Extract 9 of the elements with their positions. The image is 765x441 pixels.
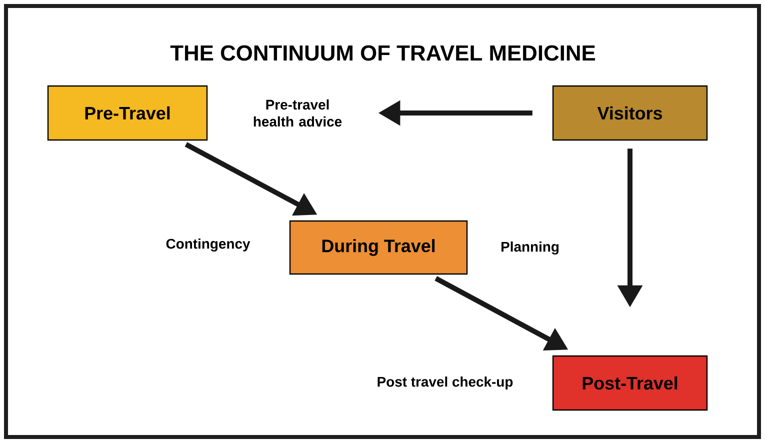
text-label: Pre-travel health advice [254, 99, 342, 127]
process-box: Visitors [552, 85, 708, 141]
title: THE CONTINUUM OF TRAVEL MEDICINE [170, 45, 596, 61]
process-box: During Travel [289, 220, 468, 275]
note-label: Contingency [166, 238, 250, 252]
note-label: Post travel check-up [378, 376, 513, 390]
process-box: Post-Travel [552, 355, 708, 411]
note-label: Planning [502, 241, 559, 255]
process-box: Pre-Travel [47, 85, 208, 141]
